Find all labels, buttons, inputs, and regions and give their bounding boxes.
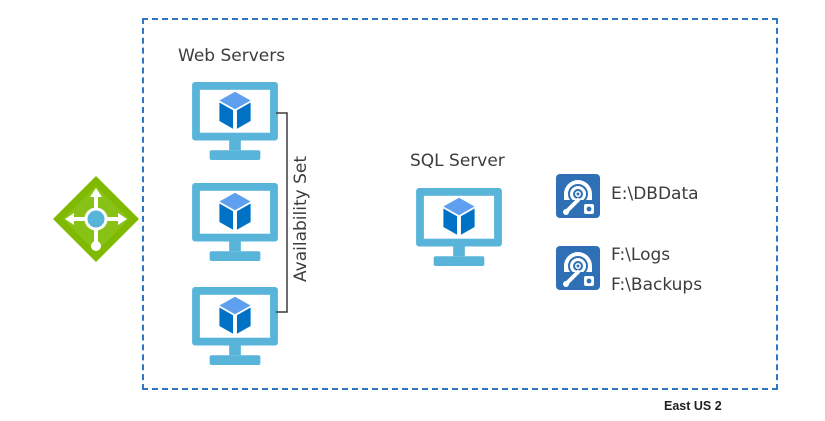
virtual-machine-icon[interactable] [192, 82, 278, 160]
managed-disk-icon[interactable] [556, 239, 600, 297]
virtual-machine-icon[interactable] [416, 188, 502, 266]
availability-set-label: Availability Set [291, 156, 311, 282]
disk-label-dbdata: E:\DBData [611, 184, 699, 204]
disk-label-backups: F:\Backups [611, 275, 703, 295]
load-balancer-icon[interactable] [53, 176, 139, 262]
availability-set-bracket [276, 112, 288, 313]
region-boundary [142, 18, 778, 390]
managed-disk-icon[interactable] [556, 168, 600, 224]
region-label: East US 2 [664, 399, 722, 413]
sql-server-title: SQL Server [410, 151, 505, 171]
virtual-machine-icon[interactable] [192, 287, 278, 365]
virtual-machine-icon[interactable] [192, 183, 278, 261]
disk-label-logs: F:\Logs [611, 245, 671, 265]
web-servers-title: Web Servers [178, 46, 286, 66]
